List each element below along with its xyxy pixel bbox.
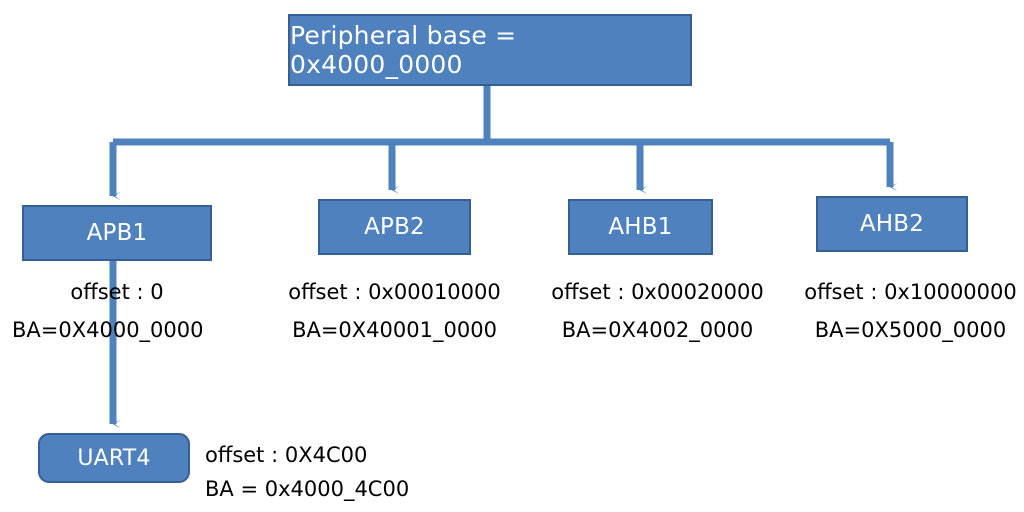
annotation-ahb1-base: BA=0X4002_0000 — [561, 318, 754, 342]
annotation-apb2: offset : 0x00010000 BA=0X40001_0000 — [283, 273, 506, 349]
annotation-ahb1: offset : 0x00020000 BA=0X4002_0000 — [546, 273, 769, 349]
node-uart4[interactable]: UART4 — [38, 433, 190, 483]
annotation-ahb2-offset: offset : 0x10000000 — [804, 280, 1017, 304]
node-peripheral-base[interactable]: Peripheral base = 0x4000_0000 — [288, 14, 692, 86]
annotation-apb1: offset : 0 BA=0X4000_0000 — [12, 273, 220, 349]
annotation-uart4-offset: offset : 0X4C00 — [205, 443, 368, 467]
node-ahb2-label: AHB2 — [859, 211, 925, 237]
annotation-uart4: offset : 0X4C00 BA = 0x4000_4C00 — [205, 438, 409, 506]
annotation-apb1-base: BA=0X4000_0000 — [12, 318, 204, 342]
node-apb2-label: APB2 — [364, 214, 425, 240]
node-ahb1[interactable]: AHB1 — [568, 199, 713, 255]
node-apb1[interactable]: APB1 — [22, 205, 212, 261]
node-uart4-label: UART4 — [77, 445, 151, 471]
annotation-ahb1-offset: offset : 0x00020000 — [551, 280, 764, 304]
annotation-apb2-base: BA=0X40001_0000 — [292, 318, 497, 342]
node-apb2[interactable]: APB2 — [318, 199, 471, 255]
annotation-apb1-offset: offset : 0 — [70, 280, 164, 304]
node-peripheral-base-label: Peripheral base = 0x4000_0000 — [290, 21, 517, 79]
node-ahb2[interactable]: AHB2 — [816, 196, 968, 252]
annotation-apb2-offset: offset : 0x00010000 — [288, 280, 501, 304]
annotation-ahb2-base: BA=0X5000_0000 — [814, 318, 1007, 342]
annotation-uart4-base: BA = 0x4000_4C00 — [205, 477, 410, 501]
annotation-ahb2: offset : 0x10000000 BA=0X5000_0000 — [800, 273, 1021, 349]
node-ahb1-label: AHB1 — [608, 214, 673, 240]
node-apb1-label: APB1 — [86, 220, 148, 246]
